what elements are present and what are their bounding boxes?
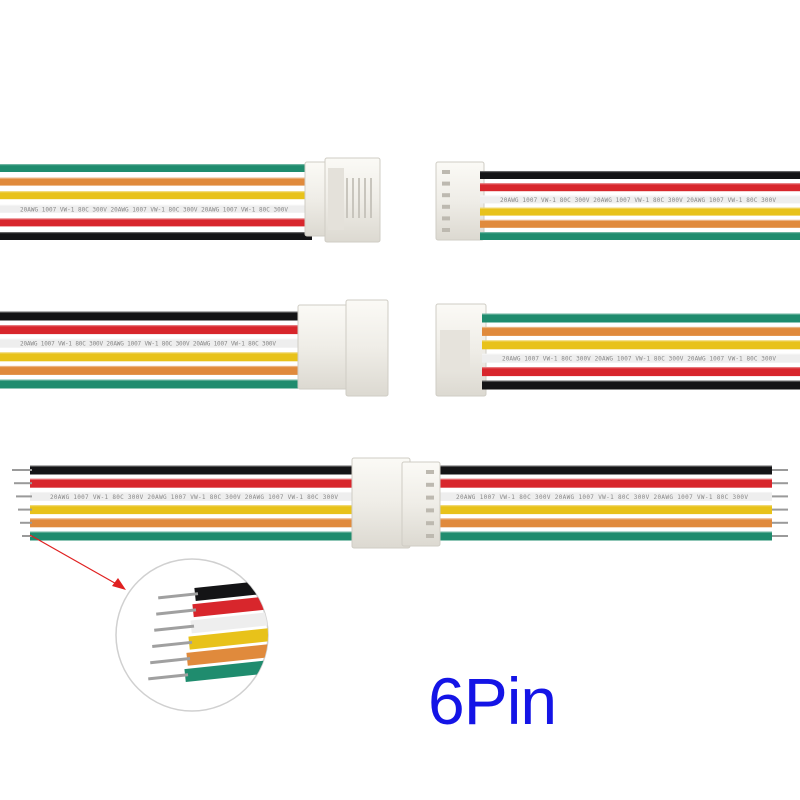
r1l-wire-orange [0,177,312,186]
r1l-wire-white [0,204,312,213]
zoom-wire-white [190,611,268,634]
r2r-wire-black [482,380,800,390]
arrow-head [112,578,126,590]
r3r-wire-print: 20AWG 1007 VW-1 80C 300V 20AWG 1007 VW-1… [456,494,752,501]
r1l-wire-print: 20AWG 1007 VW-1 80C 300V 20AWG 1007 VW-1… [20,206,292,213]
r1r-wire-red [480,183,800,192]
r2l-housing-body [297,304,349,390]
r1r-housing-pin-slot [442,204,450,209]
r1r-housing-pin-slot [442,181,450,186]
zoom-wire-yellow [188,627,268,650]
r3-housing-right [401,461,441,547]
r3-housing-left [351,457,411,549]
r2l-wire-black [0,311,300,321]
r3-strip-right [772,482,788,485]
r1r-housing-pin-slot [442,216,450,221]
r1l-housing-body [304,161,328,237]
r3-housing-right-pin-slot [426,508,434,513]
zoom-strip [156,608,197,616]
r3l-wire-white [30,491,362,501]
r1l-wire-green [0,164,312,172]
r3l-wire-orange [30,518,362,528]
r1l-wire-yellow [0,191,312,200]
r3l-wire-print: 20AWG 1007 VW-1 80C 300V 20AWG 1007 VW-1… [50,494,342,501]
connector-cable-middle-left: 20AWG 1007 VW-1 80C 300V 20AWG 1007 VW-1… [0,299,389,397]
pin-count-caption: 6Pin [428,664,557,738]
r1l-contact-window [328,168,344,230]
r3-strip-right [772,535,788,537]
zoom-wire-green [184,659,268,683]
r1l-latch-rib [358,178,360,218]
connector-cable-middle-right: 20AWG 1007 VW-1 80C 300V 20AWG 1007 VW-1… [435,303,800,397]
r1r-wire-black [480,171,800,179]
r3-strip-right [772,508,788,511]
zoom-strip [158,592,199,600]
pointer-arrow-icon [29,534,126,590]
r3-strip-left [16,495,32,498]
r1l-wire-red [0,218,312,227]
r1r-wire-orange [480,219,800,228]
r1l-latch-rib [364,178,366,218]
r1r-wire-green [480,232,800,240]
zoom-inset-circle-icon [115,558,269,712]
r2r-wire-print: 20AWG 1007 VW-1 80C 300V 20AWG 1007 VW-1… [502,356,780,363]
r3-strip-left [22,535,32,537]
r3-strip-right [772,495,788,498]
r1l-wire-black [0,232,312,240]
r1l-latch-rib [370,178,372,218]
r1l-latch-rib [352,178,354,218]
r2l-wire-white [0,338,300,348]
r3r-wire-green [436,531,772,541]
arrow-line [29,534,121,587]
r2r-housing-window [440,330,470,370]
r3l-wire-yellow [30,505,362,515]
zoom-strip [154,624,195,632]
r3r-wire-yellow [436,505,772,515]
r3-housing-right-pin-slot [426,482,434,487]
r3-housing-right-pin-slot [426,470,434,474]
r3r-wire-black [436,465,772,475]
r3-housing-right-pin-slot [426,495,434,500]
r2r-wire-red [482,367,800,377]
r3-housing-right-pin-slot [426,534,434,538]
r3l-wire-green [30,531,362,541]
zoom-strip [152,640,193,648]
connector-cable-top-left: 20AWG 1007 VW-1 80C 300V 20AWG 1007 VW-1… [0,157,381,243]
r2r-wire-green [482,313,800,323]
r1r-housing-pin-slot [442,193,450,198]
r3r-wire-red [436,478,772,488]
r1r-housing-pin-slot [442,228,450,232]
r2r-wire-yellow [482,340,800,350]
r1r-wire-print: 20AWG 1007 VW-1 80C 300V 20AWG 1007 VW-1… [500,197,780,204]
r2l-wire-yellow [0,352,300,362]
connector-cable-top-right: 20AWG 1007 VW-1 80C 300V 20AWG 1007 VW-1… [435,161,800,241]
r3-strip-left [20,521,32,524]
r1r-housing-pin-slot [442,170,450,174]
zoom-strip [148,673,189,681]
r1r-wire-white [480,195,800,204]
r3-housing-right-pin-slot [426,521,434,526]
r2r-wire-white [482,353,800,363]
zoom-strip [150,657,191,665]
r2r-wire-orange [482,326,800,336]
r3-strip-left [14,482,32,485]
r3-strip-left [12,469,32,471]
r3-strip-right [772,521,788,524]
r2l-wire-print: 20AWG 1007 VW-1 80C 300V 20AWG 1007 VW-1… [20,341,280,348]
r3r-wire-white [436,491,772,501]
r3l-wire-black [30,465,362,475]
r2l-wire-green [0,379,300,389]
r3r-wire-orange [436,518,772,528]
r3-strip-left [18,508,32,511]
r3l-wire-red [30,478,362,488]
r2l-wire-red [0,325,300,335]
zoom-wire-orange [186,643,268,666]
r2l-housing-head [345,299,389,397]
r3-strip-right [772,469,788,471]
r2l-wire-orange [0,365,300,375]
r1r-wire-yellow [480,207,800,216]
mated-cable-bottom: 20AWG 1007 VW-1 80C 300V 20AWG 1007 VW-1… [12,457,788,549]
r1l-latch-rib [346,178,348,218]
